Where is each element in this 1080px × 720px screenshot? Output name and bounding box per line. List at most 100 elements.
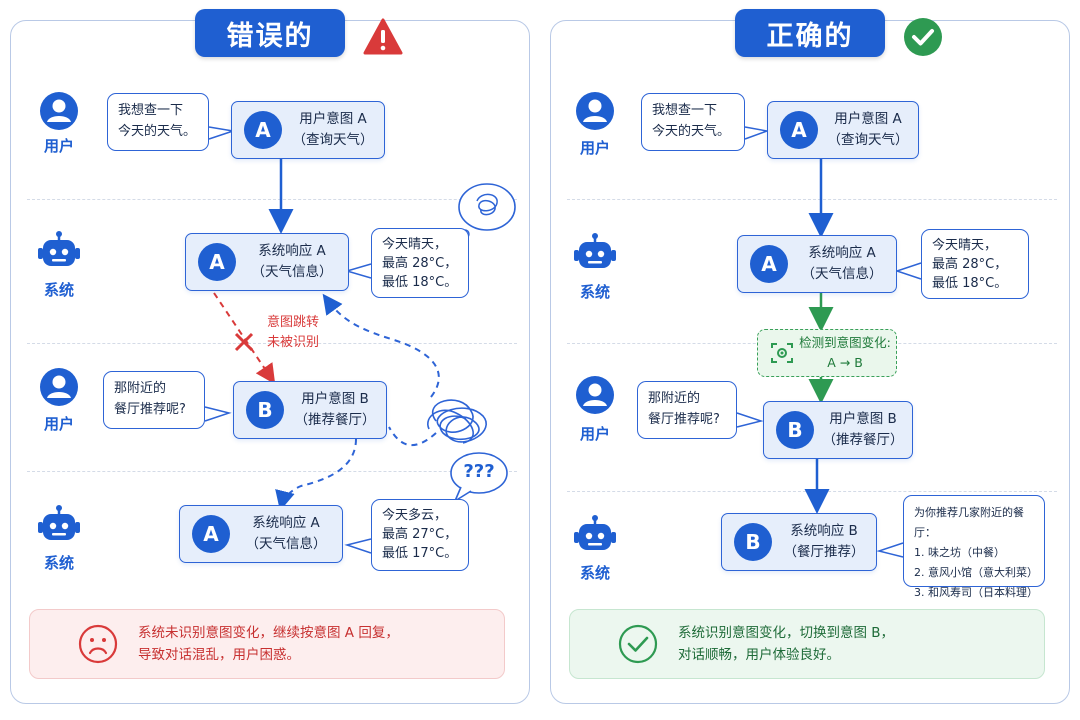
restaurant-recommendation-bubble: 为你推荐几家附近的餐厅： 1. 味之坊（中餐） 2. 意风小馆（意大利菜） 3.… — [903, 495, 1045, 599]
detect-transition: A → B — [827, 355, 863, 370]
intent-change-detector: 检测到意图变化: A → B — [757, 329, 897, 377]
lane-label-user: 用户 — [579, 425, 610, 443]
lane-label-user: 用户 — [579, 139, 610, 157]
user-icon — [576, 376, 614, 414]
message-line: 最低 17°C。 — [382, 546, 458, 561]
flow-arrows — [736, 126, 922, 558]
check-icon — [618, 624, 658, 664]
lane-divider — [27, 199, 517, 200]
message-line: 那附近的 — [114, 381, 167, 396]
user-icon — [576, 92, 614, 130]
message-line: 今天的天气。 — [652, 124, 731, 139]
message-line: 最高 27°C， — [382, 527, 458, 542]
summary-line: 系统未识别意图变化，继续按意图 A 回复， — [138, 625, 399, 641]
message-line: 餐厅推荐呢? — [114, 402, 186, 417]
intent-subtitle: （查询天气） — [292, 132, 374, 148]
response-title: 系统响应 A — [258, 243, 326, 259]
message-line: 那附近的 — [648, 391, 701, 406]
system-response-a-box: A 系统响应 A （天气信息） — [737, 235, 897, 293]
intent-jump-note: 意图跳转 未被识别 — [267, 313, 319, 353]
intent-a-box: A 用户意图 A （查询天气） — [767, 101, 919, 159]
user-icon — [40, 92, 78, 130]
user-message-bubble: 我想查一下 今天的天气。 — [641, 93, 745, 151]
response-title: 系统响应 A — [808, 245, 876, 261]
user-icon — [40, 368, 78, 406]
recommend-heading: 为你推荐几家附近的餐厅： — [914, 506, 1024, 539]
intent-title: 用户意图 B — [829, 411, 897, 427]
note-line: 意图跳转 — [267, 315, 320, 330]
lane-label-system: 系统 — [43, 281, 74, 299]
intent-b-box: B 用户意图 B （推荐餐厅） — [763, 401, 913, 459]
lane-label-user: 用户 — [43, 137, 74, 155]
scan-target-icon — [771, 343, 793, 363]
check-circle-icon — [904, 18, 942, 56]
message-line: 今天晴天， — [382, 237, 448, 252]
correct-panel: 正确的 用户 系统 用户 系统 — [550, 9, 1070, 704]
intent-a-box: A 用户意图 A （查询天气） — [231, 101, 385, 159]
intent-badge: B — [246, 391, 284, 429]
message-line: 最高 28°C， — [382, 256, 458, 271]
robot-icon — [574, 515, 616, 550]
summary-line: 对话顺畅，用户体验良好。 — [678, 647, 840, 663]
tangle-icon — [427, 399, 487, 444]
intent-badge: B — [776, 411, 814, 449]
lane-divider — [567, 199, 1057, 200]
message-line: 餐厅推荐呢? — [648, 412, 720, 427]
system-response-a-box: A 系统响应 A （天气信息） — [179, 505, 343, 563]
robot-icon — [38, 231, 80, 266]
lane-label-system: 系统 — [579, 283, 610, 301]
recommend-item: 1. 味之坊（中餐） — [914, 546, 1005, 559]
lane-divider — [27, 343, 517, 344]
recommend-item: 2. 意风小馆（意大利菜） — [914, 566, 1038, 579]
user-message-bubble: 那附近的 餐厅推荐呢? — [103, 371, 205, 429]
message-line: 今天的天气。 — [118, 124, 197, 139]
message-line: 我想查一下 — [652, 103, 718, 118]
intent-title: 用户意图 B — [301, 391, 369, 407]
response-badge: A — [192, 515, 230, 553]
lane-label-system: 系统 — [579, 564, 610, 582]
response-title: 系统响应 B — [790, 523, 858, 539]
intent-badge: A — [244, 111, 282, 149]
message-line: 我想查一下 — [118, 103, 184, 118]
intent-title: 用户意图 A — [299, 111, 367, 127]
weather-bubble: 今天晴天， 最高 28°C， 最低 18°C。 — [371, 228, 469, 298]
intent-subtitle: （推荐餐厅） — [294, 412, 376, 428]
message-line: 最低 18°C。 — [382, 275, 458, 290]
robot-icon — [574, 233, 616, 268]
wrong-title: 错误的 — [195, 9, 345, 57]
confused-mark: ??? — [463, 461, 495, 482]
warning-icon — [363, 18, 403, 55]
response-badge: A — [198, 243, 236, 281]
intent-subtitle: （推荐餐厅） — [822, 432, 904, 448]
response-title: 系统响应 A — [252, 515, 320, 531]
wrong-panel: 错误的 用户 系统 用户 系统 — [10, 9, 530, 704]
summary-line: 系统识别意图变化，切换到意图 B， — [678, 625, 895, 641]
summary-bad: 系统未识别意图变化，继续按意图 A 回复， 导致对话混乱，用户困惑。 — [29, 609, 505, 679]
recommend-item: 3. 和风寿司（日本料理） — [914, 586, 1038, 599]
intent-title: 用户意图 A — [834, 111, 902, 127]
lane-label-system: 系统 — [43, 554, 74, 572]
correct-title: 正确的 — [735, 9, 885, 57]
response-subtitle: （天气信息） — [251, 264, 333, 280]
response-subtitle: （天气信息） — [245, 536, 327, 552]
intent-b-box: B 用户意图 B （推荐餐厅） — [233, 381, 387, 439]
message-line: 最高 28°C， — [932, 257, 1008, 272]
user-message-bubble: 我想查一下 今天的天气。 — [107, 93, 209, 151]
message-line: 今天多云， — [382, 508, 448, 523]
message-line: 今天晴天， — [932, 238, 998, 253]
response-badge: B — [734, 523, 772, 561]
response-subtitle: （天气信息） — [801, 266, 883, 282]
response-subtitle: （餐厅推荐） — [783, 544, 865, 560]
lane-divider — [27, 471, 517, 472]
lane-label-user: 用户 — [43, 415, 74, 433]
user-message-bubble: 那附近的 餐厅推荐呢? — [637, 381, 737, 439]
intent-badge: A — [780, 111, 818, 149]
summary-good: 系统识别意图变化，切换到意图 B， 对话顺畅，用户体验良好。 — [569, 609, 1045, 679]
sad-face-icon — [78, 624, 118, 664]
summary-line: 导致对话混乱，用户困惑。 — [138, 647, 300, 663]
message-line: 最低 18°C。 — [932, 276, 1008, 291]
intent-subtitle: （查询天气） — [827, 132, 909, 148]
robot-icon — [38, 505, 80, 540]
system-response-a-box: A 系统响应 A （天气信息） — [185, 233, 349, 291]
weather-bubble: 今天晴天， 最高 28°C， 最低 18°C。 — [921, 229, 1029, 299]
